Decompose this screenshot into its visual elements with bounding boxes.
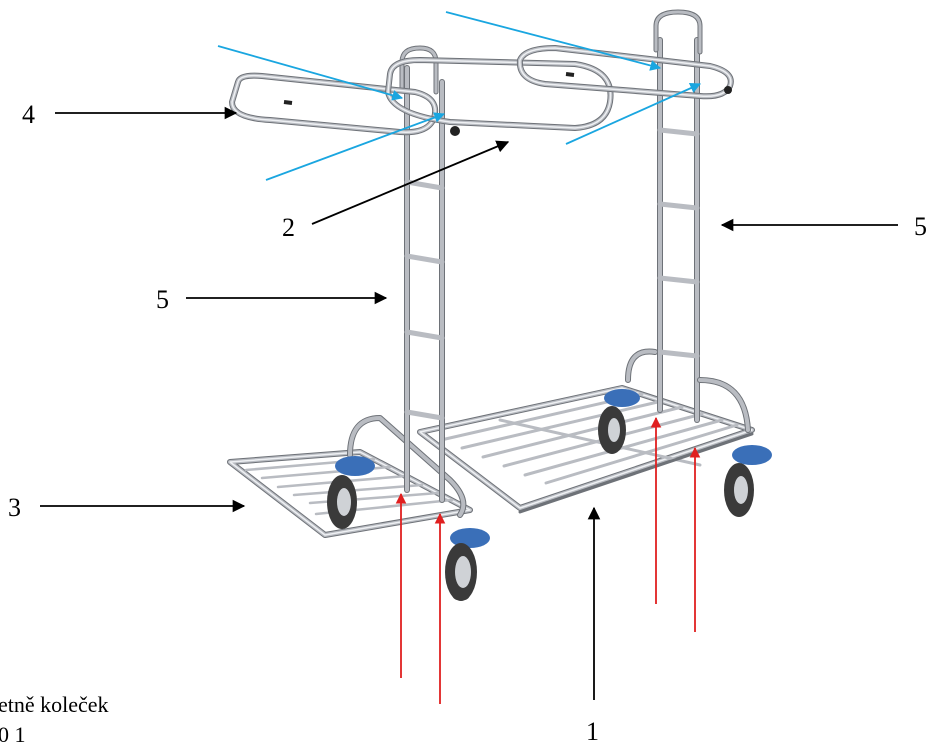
label-5-left: 5 [156, 285, 169, 314]
base-platform [417, 385, 755, 514]
blue-arrow [217, 45, 404, 101]
trolley-illustration [227, 9, 772, 601]
casters [327, 389, 772, 601]
blue-arrow [265, 112, 446, 181]
blue-arrow [565, 83, 701, 145]
blue-arrow [445, 11, 662, 71]
red-arrows [395, 416, 701, 704]
label-arrows [40, 106, 898, 700]
label-5-right: 5 [914, 212, 927, 241]
label-2: 2 [282, 213, 295, 242]
top-bag-holders [229, 45, 734, 136]
side-platform [227, 415, 473, 538]
blue-arrows [217, 11, 701, 181]
left-upright [399, 45, 445, 503]
label-arrow-2 [311, 140, 510, 225]
label-4: 4 [22, 100, 35, 129]
label-3: 3 [8, 493, 21, 522]
caption-line-2: 0 1 [0, 722, 26, 744]
label-1: 1 [586, 717, 599, 744]
caption-line-1: etně koleček [0, 692, 109, 717]
